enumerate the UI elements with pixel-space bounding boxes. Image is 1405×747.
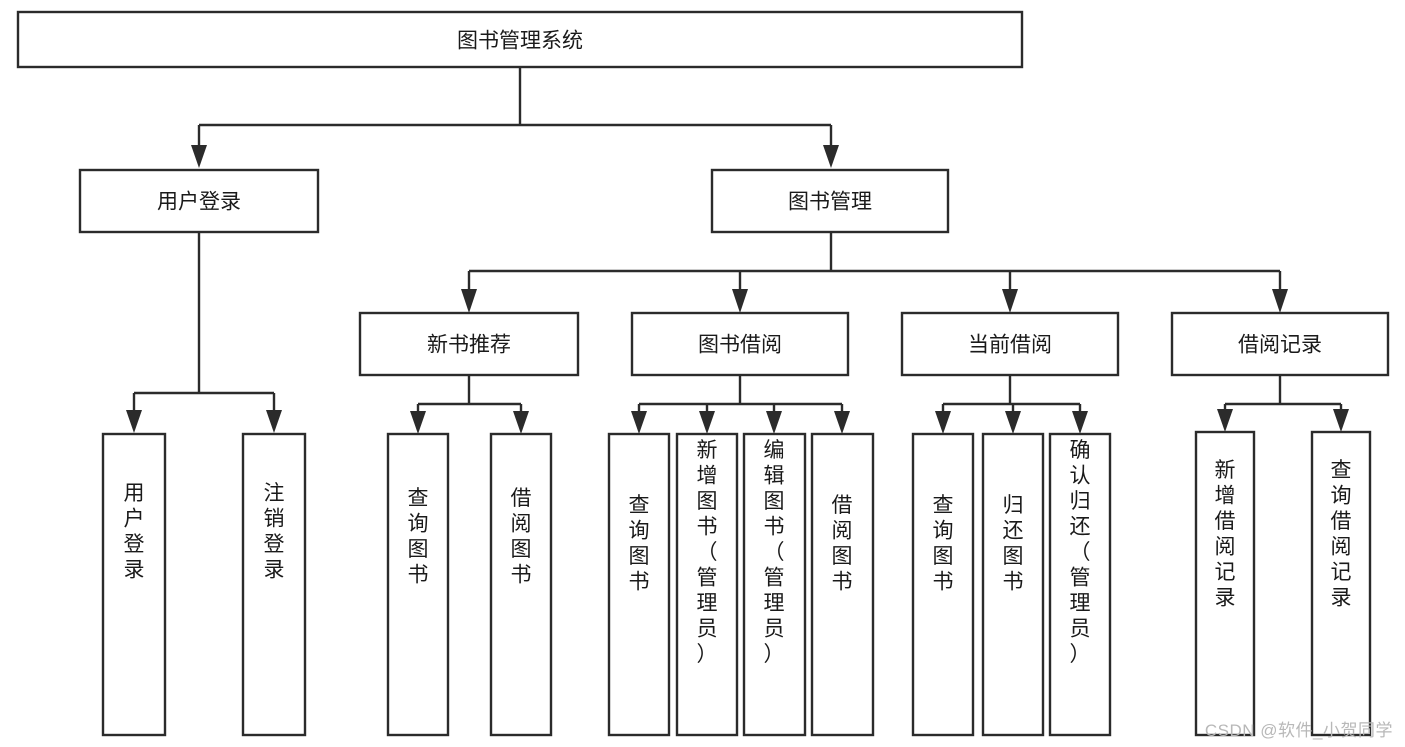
node-leaf-add-book[interactable]: 新增图书（管理员）	[675, 432, 739, 737]
arrow-head-leaf-query-record	[1333, 409, 1349, 432]
node-root[interactable]: 图书管理系统	[16, 10, 1024, 69]
node-leaf-query-record-label: 查询借阅记录	[1331, 459, 1352, 610]
node-leaf-logout-box[interactable]	[241, 432, 307, 737]
node-borrow-record[interactable]: 借阅记录	[1170, 311, 1390, 377]
arrow-head-user-login	[191, 145, 207, 168]
node-leaf-borrow-book-1-label: 借阅图书	[511, 487, 532, 587]
node-leaf-add-record-box[interactable]	[1194, 430, 1256, 737]
arrow-head-leaf-user-login	[126, 410, 142, 433]
arrow-head-current-borrow	[1002, 289, 1018, 313]
node-book-borrow-label: 图书借阅	[698, 334, 782, 357]
node-user-login[interactable]: 用户登录	[78, 168, 320, 234]
node-new-book-recommend-box[interactable]	[358, 311, 580, 377]
node-leaf-query-record-box[interactable]	[1310, 430, 1372, 737]
arrow-head-leaf-return-book	[1005, 411, 1021, 434]
node-leaf-query-record[interactable]: 查询借阅记录	[1310, 430, 1372, 737]
node-leaf-edit-book-box[interactable]	[742, 432, 807, 737]
node-leaf-query-book-1-box[interactable]	[386, 432, 450, 737]
node-leaf-edit-book[interactable]: 编辑图书（管理员）	[742, 432, 807, 737]
arrow-head-leaf-query-book-1	[410, 411, 426, 434]
node-borrow-record-label: 借阅记录	[1238, 334, 1322, 357]
node-leaf-add-book-label: 新增图书（管理员）	[697, 439, 718, 666]
node-user-login-label: 用户登录	[157, 191, 241, 214]
node-root-box[interactable]	[16, 10, 1024, 69]
node-book-borrow[interactable]: 图书借阅	[630, 311, 850, 377]
arrow-head-leaf-edit-book	[766, 411, 782, 434]
node-leaf-query-book-3[interactable]: 查询图书	[911, 432, 975, 737]
node-book-manage-box[interactable]	[710, 168, 950, 234]
node-user-login-box[interactable]	[78, 168, 320, 234]
node-leaf-add-record[interactable]: 新增借阅记录	[1194, 430, 1256, 737]
node-leaf-logout[interactable]: 注销登录	[241, 432, 307, 737]
node-book-manage[interactable]: 图书管理	[710, 168, 950, 234]
node-leaf-return-book-label: 归还图书	[1003, 494, 1024, 594]
node-root-label: 图书管理系统	[457, 30, 583, 53]
arrow-head-book-borrow	[732, 289, 748, 313]
node-borrow-record-box[interactable]	[1170, 311, 1390, 377]
node-leaf-confirm-return-box[interactable]	[1048, 432, 1112, 737]
arrow-head-leaf-add-record	[1217, 409, 1233, 432]
arrow-head-leaf-borrow-book-2	[834, 411, 850, 434]
node-leaf-add-book-box[interactable]	[675, 432, 739, 737]
arrow-head-leaf-confirm-return	[1072, 411, 1088, 434]
node-leaf-query-book-2-box[interactable]	[607, 432, 671, 737]
node-leaf-borrow-book-2-box[interactable]	[810, 432, 875, 737]
arrow-head-leaf-query-book-3	[935, 411, 951, 434]
node-book-manage-label: 图书管理	[788, 191, 872, 214]
node-new-book-recommend[interactable]: 新书推荐	[358, 311, 580, 377]
arrow-head-new-book-recommend	[461, 289, 477, 313]
node-leaf-borrow-book-1-box[interactable]	[489, 432, 553, 737]
node-leaf-query-book-1-label: 查询图书	[408, 487, 429, 587]
node-current-borrow-label: 当前借阅	[968, 334, 1052, 357]
node-new-book-recommend-label: 新书推荐	[427, 334, 511, 357]
node-leaf-borrow-book-1[interactable]: 借阅图书	[489, 432, 553, 737]
node-leaf-query-book-3-label: 查询图书	[933, 494, 954, 594]
node-leaf-confirm-return[interactable]: 确认归还（管理员）	[1048, 432, 1112, 737]
arrow-head-book-manage	[823, 145, 839, 168]
node-leaf-user-login[interactable]: 用户登录	[101, 432, 167, 737]
node-leaf-query-book-1[interactable]: 查询图书	[386, 432, 450, 737]
node-leaf-query-book-2-label: 查询图书	[629, 494, 650, 594]
connector-layer	[126, 67, 1349, 434]
node-leaf-borrow-book-2[interactable]: 借阅图书	[810, 432, 875, 737]
node-current-borrow-box[interactable]	[900, 311, 1120, 377]
node-book-borrow-box[interactable]	[630, 311, 850, 377]
node-current-borrow[interactable]: 当前借阅	[900, 311, 1120, 377]
node-leaf-borrow-book-2-label: 借阅图书	[832, 494, 853, 594]
arrow-head-leaf-logout	[266, 410, 282, 433]
node-leaf-return-book-box[interactable]	[981, 432, 1045, 737]
node-leaf-return-book[interactable]: 归还图书	[981, 432, 1045, 737]
arrow-head-borrow-record	[1272, 289, 1288, 313]
node-leaf-edit-book-label: 编辑图书（管理员）	[764, 439, 785, 666]
node-leaf-logout-label: 注销登录	[264, 482, 285, 582]
node-leaf-query-book-3-box[interactable]	[911, 432, 975, 737]
node-leaf-user-login-label: 用户登录	[124, 482, 145, 582]
node-leaf-user-login-box[interactable]	[101, 432, 167, 737]
arrow-head-leaf-add-book	[699, 411, 715, 434]
node-leaf-confirm-return-label: 确认归还（管理员）	[1070, 439, 1091, 666]
arrow-head-leaf-query-book-2	[631, 411, 647, 434]
node-leaf-add-record-label: 新增借阅记录	[1215, 459, 1236, 610]
csdn-watermark: CSDN @软件_小贺同学	[1204, 721, 1393, 740]
node-leaf-query-book-2[interactable]: 查询图书	[607, 432, 671, 737]
arrow-head-leaf-borrow-book-1	[513, 411, 529, 434]
